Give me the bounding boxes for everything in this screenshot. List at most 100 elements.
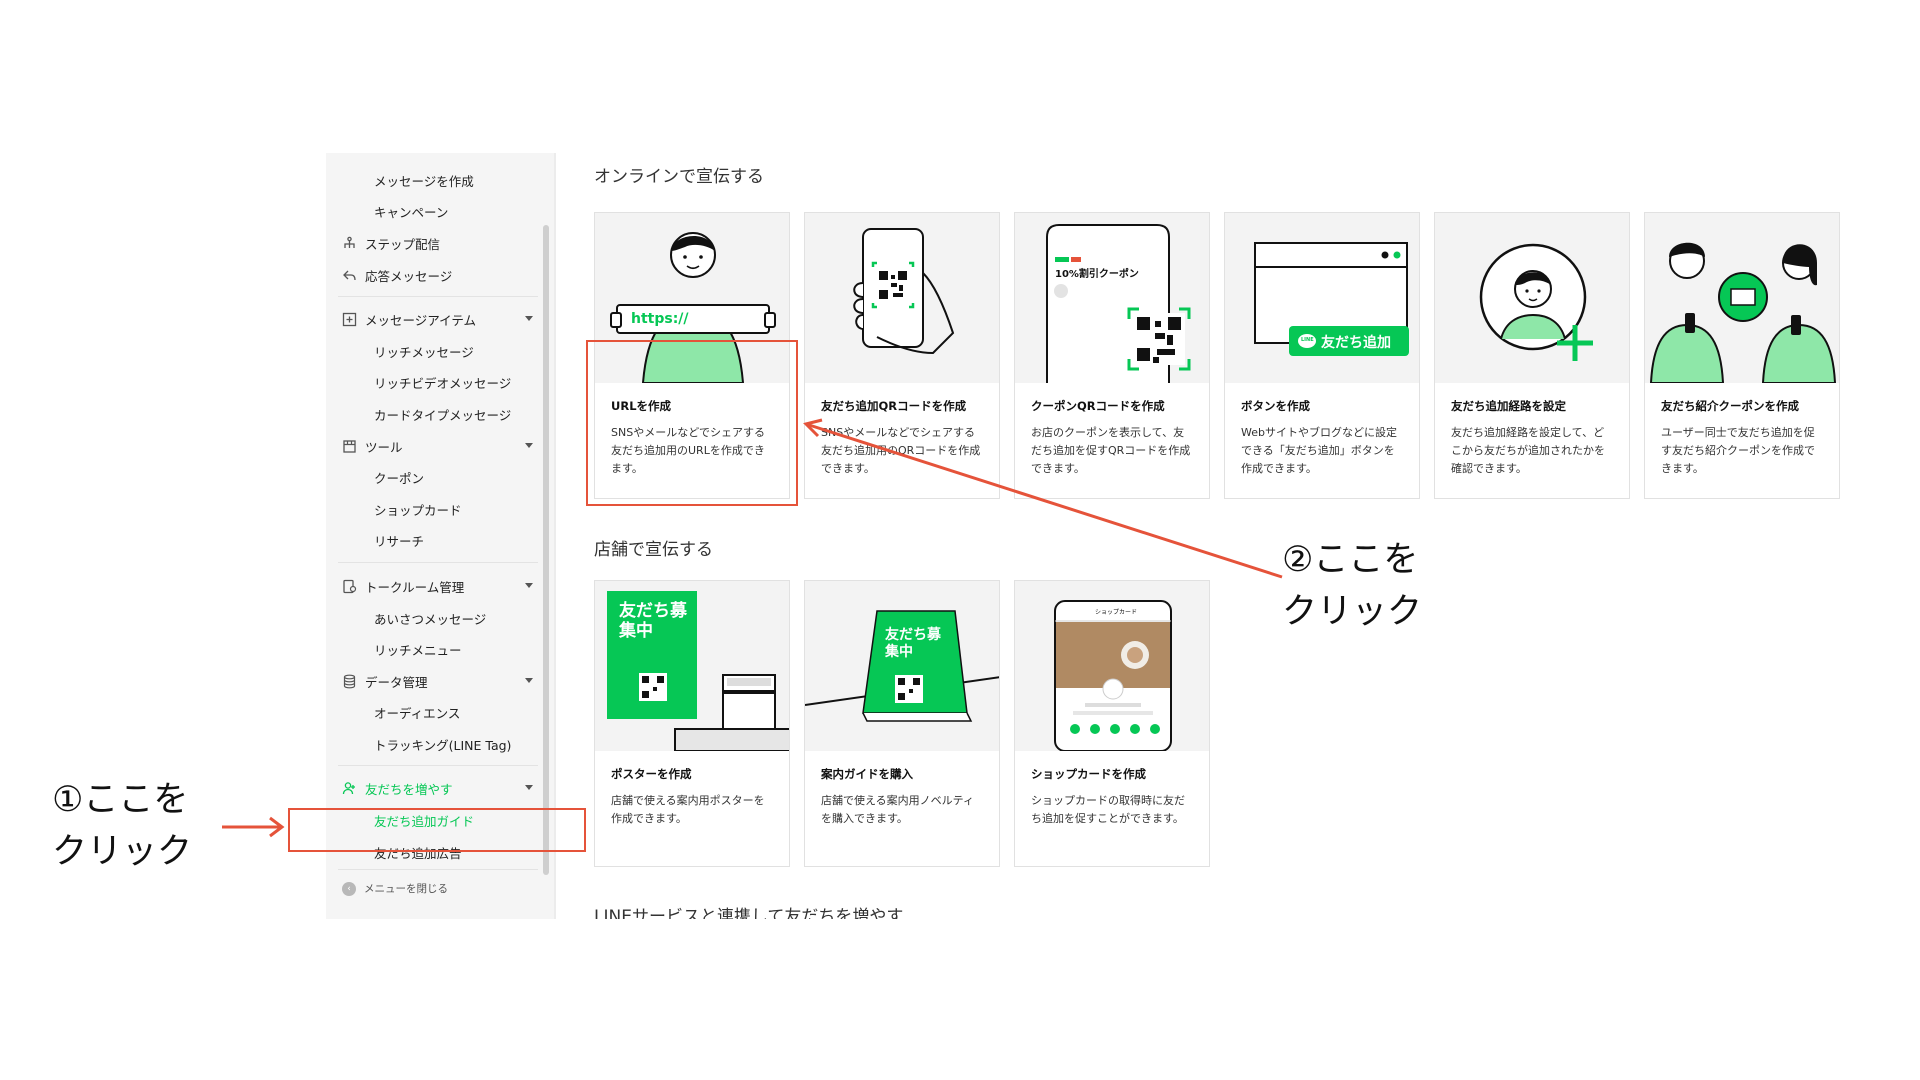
tool-icon [342, 439, 357, 454]
sidebar-item-card-type-message[interactable]: カードタイプメッセージ [326, 401, 541, 427]
sidebar-item-label: メッセージを作成 [374, 173, 474, 189]
sidebar-item-label: クーポン [374, 470, 425, 486]
card-description: 友だち追加経路を設定して、どこから友だちが追加されたかを確認できます。 [1451, 426, 1605, 475]
card-create-friend-qr[interactable]: 友だち追加QRコードを作成 SNSやメールなどでシェアする友だち追加用のQRコー… [804, 212, 1000, 499]
annotation-step2-line1: ②ここを [1282, 540, 1419, 580]
sidebar-item-label: 友だち追加ガイド [374, 813, 475, 829]
chevron-down-icon [525, 443, 533, 448]
card-title: ショップカードを作成 [1031, 767, 1146, 781]
sidebar-item-friend-add-guide[interactable]: 友だち追加ガイド [326, 807, 541, 833]
card-description: ショップカードの取得時に友だち追加を促すことができます。 [1031, 794, 1185, 825]
card-create-button[interactable]: LINE 友だち追加 ボタンを作成 Webサイトやブログなどに設定できる「友だち… [1224, 212, 1420, 499]
card-illustration: https:// [595, 213, 789, 383]
chevron-left-icon: ‹ [342, 881, 356, 896]
table-tent-illustration [805, 610, 999, 722]
sidebar-item-label: 応答メッセージ [365, 268, 453, 284]
close-menu-label: メニューを閉じる [364, 883, 448, 895]
sidebar-divider [338, 296, 538, 297]
line-services-section-title: LINEサービスと連携して友だちを増やす [594, 905, 1094, 919]
sidebar-item-label: データ管理 [365, 674, 428, 690]
sidebar-item-label: あいさつメッセージ [374, 611, 487, 627]
sidebar-item-tools[interactable]: ツール [326, 433, 541, 459]
browser-window-illustration [1254, 242, 1409, 356]
sidebar-item-research[interactable]: リサーチ [326, 527, 541, 553]
card-title: 友だち紹介クーポンを作成 [1661, 399, 1799, 413]
sidebar-item-increase-friends[interactable]: 友だちを増やす [326, 775, 541, 801]
card-create-shop-card[interactable]: ショップカード ショップカードを作成 ショップカードの取得時に友だち追加を促すこ… [1014, 580, 1210, 867]
sidebar-item-friend-ads[interactable]: 友だち追加広告 [326, 839, 541, 865]
card-title: ボタンを作成 [1241, 399, 1310, 413]
sidebar-item-shop-card[interactable]: ショップカード [326, 496, 541, 522]
sidebar-item-step-delivery[interactable]: ステップ配信 [326, 230, 541, 256]
line-services-title-text: LINEサービスと連携して友だちを増やす [594, 907, 904, 919]
sidebar-item-rich-message[interactable]: リッチメッセージ [326, 338, 541, 364]
guide-headline-text: 友だち募集中 [885, 627, 941, 660]
sidebar-item-label: ショップカード [374, 502, 462, 518]
card-illustration [805, 213, 999, 383]
database-icon [342, 674, 357, 689]
card-create-coupon-qr[interactable]: 10%割引クーポン クーポンQRコードを作成 お店のクーポンを表示して、友だち追… [1014, 212, 1210, 499]
card-illustration [1645, 213, 1839, 383]
highlight-url-card [586, 340, 798, 506]
card-title: ポスターを作成 [611, 767, 692, 781]
person-holding-url-sign-illustration [610, 232, 776, 383]
two-people-sharing-illustration [1649, 242, 1837, 383]
sidebar-item-label: ツール [365, 439, 403, 455]
sidebar-item-chat-room[interactable]: トークルーム管理 [326, 573, 541, 599]
chevron-down-icon [525, 583, 533, 588]
sidebar-item-label: ステップ配信 [365, 236, 441, 252]
annotation-step1: ①ここを クリック [52, 774, 192, 878]
card-illustration: ショップカード [1015, 581, 1209, 751]
reply-icon [342, 268, 357, 283]
card-illustration: 10%割引クーポン [1015, 213, 1209, 383]
card-purchase-guide[interactable]: 友だち募集中 案内ガイドを購入 店舗で使える案内用ノベルティを購入できます。 [804, 580, 1000, 867]
sidebar-item-label: リッチビデオメッセージ [374, 375, 512, 391]
sidebar-scrollbar[interactable] [543, 225, 549, 875]
card-illustration: 友だち募集中 [595, 581, 789, 751]
sidebar-item-message-items[interactable]: メッセージアイテム [326, 306, 541, 332]
card-illustration: 友だち募集中 [805, 581, 999, 751]
sidebar-item-auto-reply[interactable]: 応答メッセージ [326, 262, 541, 288]
add-friend-icon [342, 781, 357, 796]
sidebar-item-label: キャンペーン [374, 204, 449, 220]
sidebar-item-rich-video-message[interactable]: リッチビデオメッセージ [326, 369, 541, 395]
card-title: 友だち追加経路を設定 [1451, 399, 1566, 413]
sidebar-item-rich-menu[interactable]: リッチメニュー [326, 636, 541, 662]
card-create-poster[interactable]: 友だち募集中 ポスターを作成 店舗で使える案内用ポスターを作成できます。 [594, 580, 790, 867]
card-title: URLを作成 [611, 399, 672, 413]
card-create-referral-coupon[interactable]: 友だち紹介クーポンを作成 ユーザー同士で友だち追加を促す友だち紹介クーポンを作成… [1644, 212, 1840, 499]
sidebar-item-create-message[interactable]: メッセージを作成 [326, 167, 541, 193]
sidebar-item-data-management[interactable]: データ管理 [326, 668, 541, 694]
highlight-friend-add-guide [288, 808, 586, 852]
sidebar-item-audience[interactable]: オーディエンス [326, 699, 541, 725]
sidebar-item-label: オーディエンス [374, 705, 461, 721]
coupon-illustration-text: 10%割引クーポン [1055, 269, 1139, 280]
sidebar-item-tracking[interactable]: トラッキング(LINE Tag) [326, 731, 541, 757]
sidebar-item-greeting-message[interactable]: あいさつメッセージ [326, 605, 541, 631]
card-description: ユーザー同士で友だち追加を促す友だち紹介クーポンを作成できます。 [1661, 426, 1815, 475]
sidebar-item-campaign[interactable]: キャンペーン [326, 198, 541, 224]
phone-with-qr-illustration [853, 228, 955, 355]
chevron-down-icon [525, 316, 533, 321]
card-set-friend-route[interactable]: 友だち追加経路を設定 友だち追加経路を設定して、どこから友だちが追加されたかを確… [1434, 212, 1630, 499]
sidebar-divider [338, 869, 538, 870]
shop-card-phone-illustration [1054, 600, 1172, 751]
sidebar-item-label: 友だち追加広告 [374, 845, 462, 861]
close-menu-button[interactable]: ‹ メニューを閉じる [342, 881, 448, 896]
sidebar-item-label: メッセージアイテム [365, 312, 477, 328]
card-description: お店のクーポンを表示して、友だち追加を促すQRコードを作成できます。 [1031, 426, 1191, 475]
poster-headline-text: 友だち募集中 [619, 601, 687, 641]
sidebar-item-label: 友だちを増やす [365, 781, 453, 797]
card-description: SNSやメールなどでシェアする友だち追加用のQRコードを作成できます。 [821, 426, 981, 475]
sidebar-item-coupon[interactable]: クーポン [326, 464, 541, 490]
card-title: 案内ガイドを購入 [821, 767, 913, 781]
shop-card-header-text: ショップカード [1095, 609, 1138, 616]
card-description: SNSやメールなどでシェアする友だち追加用のURLを作成できます。 [611, 426, 765, 475]
sidebar-item-label: リサーチ [374, 533, 425, 549]
sidebar: メッセージを作成 キャンペーン ステップ配信 応答メッセージ メッセージアイテム… [326, 153, 554, 919]
coupon-phone-qr-illustration [1046, 224, 1191, 383]
store-section-title: 店舗で宣伝する [594, 540, 713, 560]
card-title: クーポンQRコードを作成 [1031, 399, 1165, 413]
add-friend-button-text: 友だち追加 [1321, 335, 1391, 351]
card-create-url[interactable]: https:// URLを作成 SNSやメールなどでシェアする友だち追加用のUR… [594, 212, 790, 499]
